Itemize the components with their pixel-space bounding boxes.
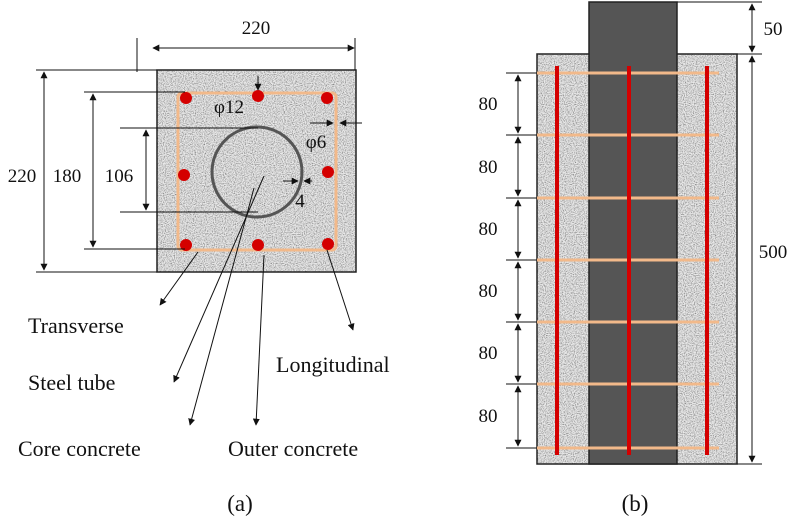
long-bar	[322, 166, 334, 178]
dim-height-label: 220	[8, 166, 37, 187]
long-bar	[252, 239, 264, 251]
spacing-label: 80	[479, 343, 498, 364]
long-bar	[321, 92, 333, 104]
dim-total-height-label: 500	[759, 242, 788, 263]
elevation-longitudinal-bars	[555, 66, 709, 455]
spacing-label: 80	[479, 281, 498, 302]
label-steel-tube: Steel tube	[28, 370, 115, 395]
longitudinal-bars	[178, 90, 334, 251]
dim-top-extension	[677, 1, 762, 55]
long-bar	[178, 169, 190, 181]
spacing-label: 80	[479, 157, 498, 178]
long-bar	[322, 238, 334, 250]
spacing-label: 80	[479, 94, 498, 115]
long-bar	[180, 239, 192, 251]
dim-height	[36, 69, 157, 273]
label-transverse: Transverse	[28, 313, 124, 338]
panel-b-elevation: 50 500 80 80 80 80 80 80 (b)	[479, 1, 788, 516]
long-bar-size-label: φ12	[214, 97, 244, 118]
label-longitudinal: Longitudinal	[276, 352, 390, 377]
dim-top-extension-label: 50	[764, 19, 783, 40]
dim-tube-diameter-label: 106	[105, 166, 134, 187]
steel-tube-circle	[210, 125, 304, 219]
dim-stirrup-span	[84, 91, 185, 250]
caption-a: (a)	[227, 491, 253, 516]
dim-total-height	[737, 55, 762, 465]
spacing-label: 80	[479, 406, 498, 427]
label-outer-concrete: Outer concrete	[228, 436, 358, 461]
dim-tube-diameter	[120, 127, 258, 213]
caption-b: (b)	[622, 491, 649, 516]
long-bar	[180, 92, 192, 104]
dim-spacings	[506, 72, 537, 449]
stirrup-bar-size-label: φ6	[306, 132, 326, 153]
spacing-label: 80	[479, 219, 498, 240]
label-core-concrete: Core concrete	[18, 436, 141, 461]
elevation-steel-tube	[588, 1, 678, 465]
panel-a-cross-section: 220 220 180 106 φ12	[8, 18, 390, 516]
dim-stirrup-span-label: 180	[53, 166, 82, 187]
dim-width	[136, 38, 356, 72]
leader-lines	[159, 175, 355, 426]
tube-thickness-label: 4	[295, 191, 305, 212]
long-bar	[252, 90, 264, 102]
dim-width-label: 220	[242, 18, 271, 39]
